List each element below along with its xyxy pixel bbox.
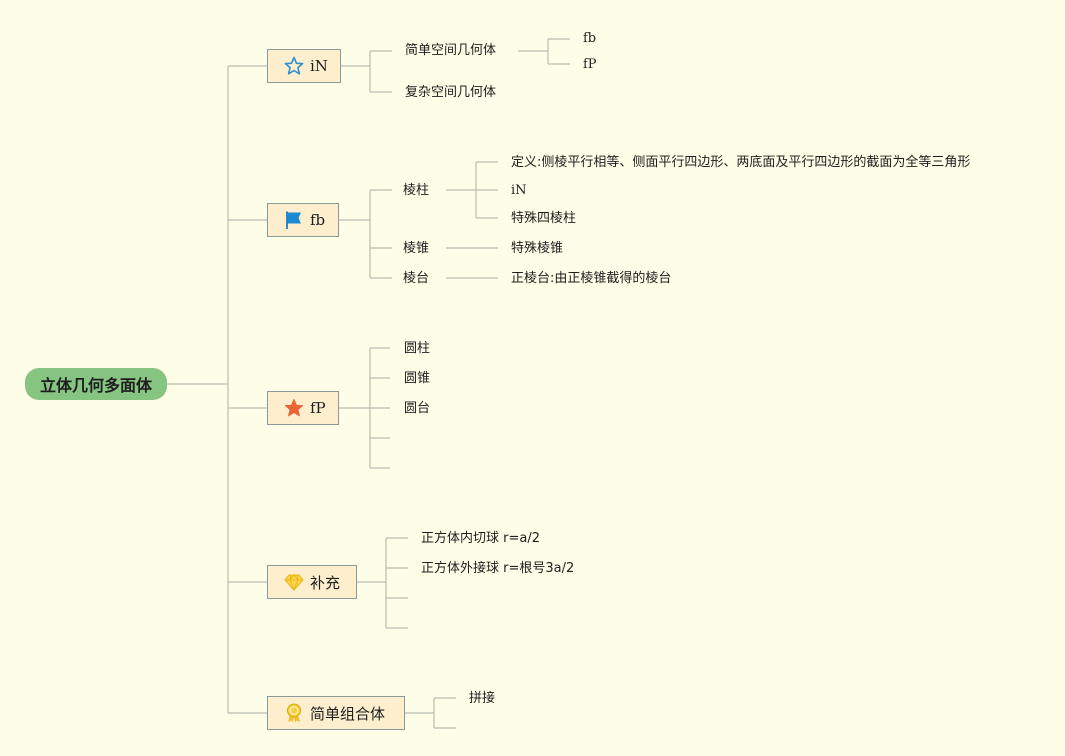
node-simple-fb[interactable]: fb (583, 31, 597, 46)
node-simple-solid[interactable]: 简单空间几何体 (405, 43, 497, 58)
node-inscribed-sphere[interactable]: 正方体内切球 r=a/2 (421, 531, 540, 546)
node-prism[interactable]: 棱柱 (403, 183, 430, 198)
award-icon (284, 703, 304, 723)
root-topic[interactable]: 立体几何多面体 (25, 368, 167, 400)
node-complex-solid[interactable]: 复杂空间几何体 (405, 85, 497, 100)
node-prism-definition[interactable]: 定义:侧棱平行相等、侧面平行四边形、两底面及平行四边形的截面为全等三角形 (511, 155, 971, 170)
node-special-prism[interactable]: 特殊四棱柱 (511, 211, 577, 226)
node-cone[interactable]: 圆锥 (404, 371, 431, 386)
node-truncated-cone[interactable]: 圆台 (404, 401, 431, 416)
node-regular-frustum[interactable]: 正棱台:由正棱锥截得的棱台 (511, 271, 672, 286)
topic-fP[interactable]: fP (267, 391, 339, 425)
node-circumscribed-sphere[interactable]: 正方体外接球 r=根号3a/2 (421, 561, 575, 576)
node-simple-fP[interactable]: fP (583, 57, 597, 72)
topic-label: fP (310, 399, 326, 417)
flag-icon (284, 210, 304, 230)
topic-label: fb (310, 211, 326, 229)
node-prism-iN[interactable]: iN (511, 183, 527, 198)
topic-label: iN (310, 57, 328, 75)
root-label: 立体几何多面体 (39, 376, 152, 395)
star-filled-icon (284, 398, 304, 418)
topic-fb[interactable]: fb (267, 203, 339, 237)
node-cylinder[interactable]: 圆柱 (404, 341, 431, 356)
topic-simple-combination[interactable]: 简单组合体 (267, 696, 405, 730)
node-special-pyramid[interactable]: 特殊棱锥 (511, 241, 564, 256)
topic-label: 补充 (310, 573, 341, 592)
topic-label: 简单组合体 (310, 704, 386, 723)
topic-iN[interactable]: iN (267, 49, 341, 83)
diamond-icon (284, 572, 304, 592)
node-frustum[interactable]: 棱台 (403, 271, 430, 286)
node-splicing[interactable]: 拼接 (469, 691, 496, 706)
topic-supplement[interactable]: 补充 (267, 565, 357, 599)
star-outline-icon (284, 56, 304, 76)
node-pyramid[interactable]: 棱锥 (403, 241, 430, 256)
